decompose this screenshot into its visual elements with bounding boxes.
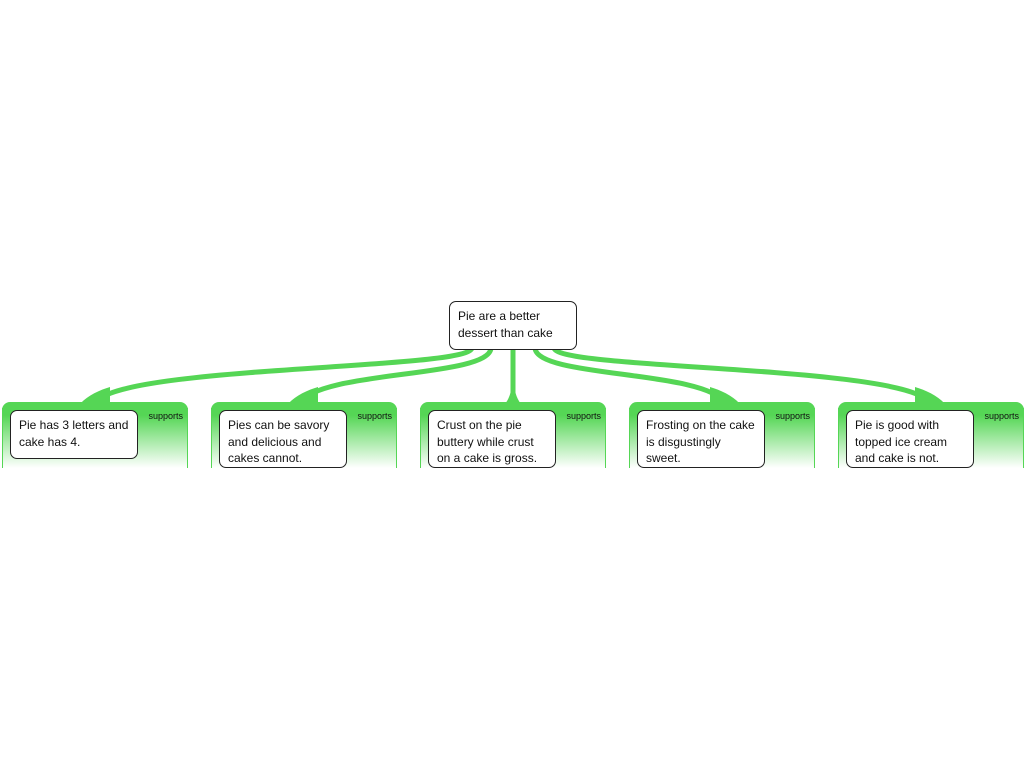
relation-label: supports bbox=[775, 411, 810, 421]
relation-label: supports bbox=[566, 411, 601, 421]
main-claim-node[interactable]: Pie are a better dessert than cake bbox=[449, 301, 577, 350]
reason-group-5: supports Pie is good with topped ice cre… bbox=[838, 402, 1024, 468]
reason-node[interactable]: Crust on the pie buttery while crust on … bbox=[428, 410, 556, 468]
reason-node[interactable]: Pie has 3 letters and cake has 4. bbox=[10, 410, 138, 459]
link-4 bbox=[532, 347, 728, 405]
reason-group-2: supports Pies can be savory and deliciou… bbox=[211, 402, 397, 468]
link-1 bbox=[92, 346, 475, 405]
reason-node[interactable]: Pie is good with topped ice cream and ca… bbox=[846, 410, 974, 468]
relation-label: supports bbox=[984, 411, 1019, 421]
relation-label: supports bbox=[148, 411, 183, 421]
reason-node[interactable]: Pies can be savory and delicious and cak… bbox=[219, 410, 347, 468]
reason-group-3: supports Crust on the pie buttery while … bbox=[420, 402, 606, 468]
reason-group-1: supports Pie has 3 letters and cake has … bbox=[2, 402, 188, 468]
link-5 bbox=[551, 346, 933, 405]
reason-node[interactable]: Frosting on the cake is disgustingly swe… bbox=[637, 410, 765, 468]
relation-label: supports bbox=[357, 411, 392, 421]
reason-group-4: supports Frosting on the cake is disgust… bbox=[629, 402, 815, 468]
